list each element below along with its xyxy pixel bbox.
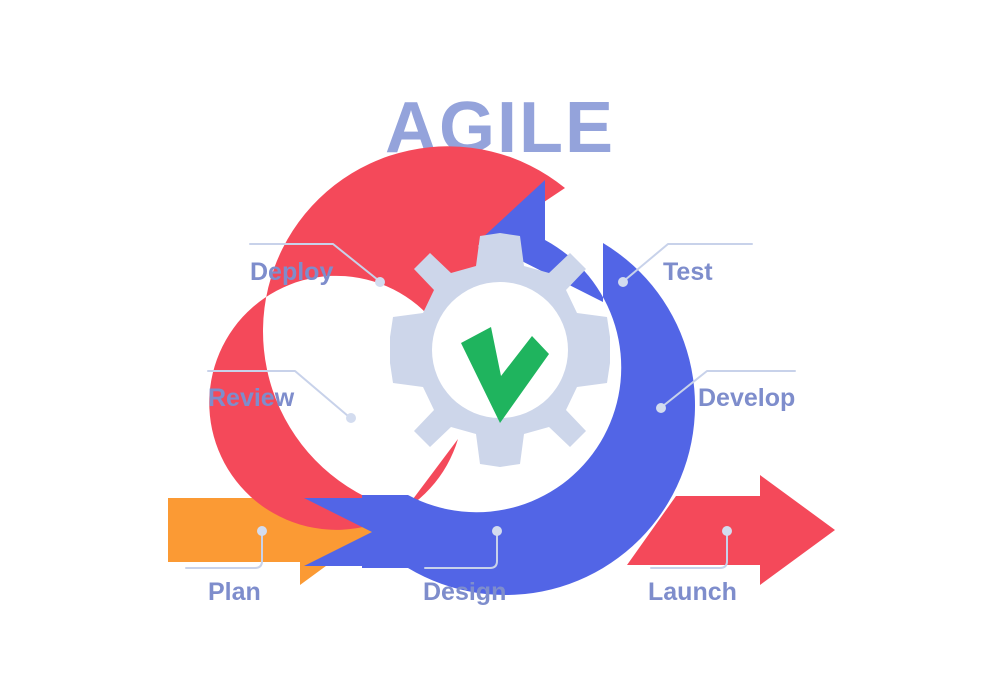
leader-test [618, 243, 753, 287]
stage-shape-blue-arc[interactable] [304, 180, 696, 596]
leader-design [424, 526, 502, 569]
leader-deploy [249, 243, 385, 287]
leader-develop [656, 370, 796, 413]
stage-label-review[interactable]: Review [208, 384, 295, 412]
stage-label-develop[interactable]: Develop [698, 384, 795, 412]
gear-icon [390, 233, 610, 467]
stage-label-launch[interactable]: Launch [648, 578, 737, 606]
stage-label-deploy[interactable]: Deploy [250, 258, 333, 286]
stage-shape-red-arc[interactable] [209, 146, 565, 530]
leader-review [207, 370, 356, 423]
stage-label-test[interactable]: Test [663, 258, 713, 286]
stage-label-design[interactable]: Design [423, 578, 506, 606]
stage-label-plan[interactable]: Plan [208, 578, 261, 606]
leader-plan [185, 526, 267, 569]
checkmark-icon [461, 327, 549, 423]
leader-launch [650, 526, 732, 569]
